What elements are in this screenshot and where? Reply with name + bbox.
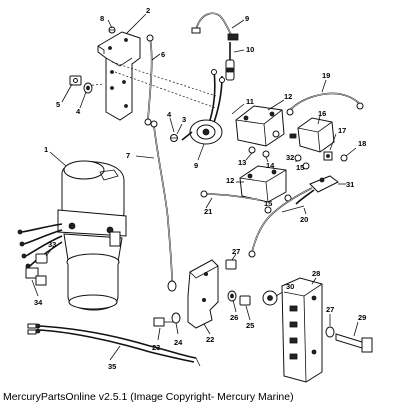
label-23: 23 [152,343,160,352]
lead-9-upper [191,12,245,41]
cap-33 [35,245,55,264]
relay-16 [289,115,335,153]
label-13: 13 [238,158,246,167]
label-11: 11 [246,97,254,106]
nut-27-upper [225,253,237,270]
nut-25 [239,295,251,321]
washer-26 [227,290,237,313]
nut-5 [69,75,82,86]
label-25: 25 [246,321,254,330]
harness-wires [207,69,225,129]
label-12-upper: 12 [284,92,292,101]
label-5: 5 [56,100,60,109]
fitting-34 [25,267,47,297]
washer-4 [83,82,93,94]
label-9-lower: 9 [194,161,198,170]
switch-9-lower [181,119,223,161]
label-9-upper: 9 [245,14,249,23]
bracket-22 [187,259,219,335]
label-24: 24 [174,338,183,347]
label-4-right: 4 [167,110,172,119]
label-3: 3 [182,115,186,124]
label-16: 16 [318,109,326,118]
solenoid-12-lower [236,165,292,214]
label-18: 18 [358,139,366,148]
ground-strap-6 [144,34,161,126]
nut-27-lower [325,314,335,338]
leader-lines-bracket [83,13,217,109]
screw-23 [153,317,174,341]
lead-20 [248,187,315,258]
cable-19 [286,79,364,116]
label-31: 31 [346,180,354,189]
grommet-30 [262,289,287,306]
label-28: 28 [312,269,320,278]
fuse-holder-10 [225,42,245,81]
label-14: 14 [266,161,275,170]
label-10: 10 [246,45,254,54]
label-8: 8 [100,14,104,23]
fitting-17 [323,133,337,161]
mounting-bracket-2 [97,31,141,121]
screw-3 [169,117,183,142]
label-17: 17 [338,126,346,135]
label-2: 2 [146,6,150,15]
label-1: 1 [44,145,48,154]
terminal-nuts [245,146,270,163]
cable-21 [200,190,261,209]
label-32: 32 [286,153,294,162]
label-26: 26 [230,313,238,322]
image-caption: MercuryPartsOnline v2.5.1 (Image Copyrig… [3,391,294,403]
label-27-lower: 27 [326,305,334,314]
label-21: 21 [204,207,212,216]
label-12-lower: 12 [226,176,234,185]
cable-7 [135,120,177,292]
pad-28 [281,277,323,383]
connector-31 [309,175,346,193]
label-19: 19 [322,71,330,80]
solenoid-12-upper [235,99,285,147]
washer-24 [171,312,181,335]
label-30: 30 [286,282,294,291]
label-34: 34 [34,298,43,307]
label-15-upper: 15 [296,163,304,172]
label-35: 35 [108,362,116,371]
label-27-upper: 27 [232,247,240,256]
bolt-29 [335,321,373,353]
screw-18 [340,147,357,162]
label-33: 33 [48,240,56,249]
label-4-left: 4 [76,107,81,116]
label-15-lower: 15 [264,199,272,208]
lead-35 [27,323,201,367]
terminals-32-15 [294,154,310,170]
label-29: 29 [358,313,366,322]
screw-8 [108,26,116,34]
label-22: 22 [206,335,214,344]
label-6: 6 [161,50,165,59]
label-7: 7 [126,151,130,160]
label-20: 20 [300,215,308,224]
